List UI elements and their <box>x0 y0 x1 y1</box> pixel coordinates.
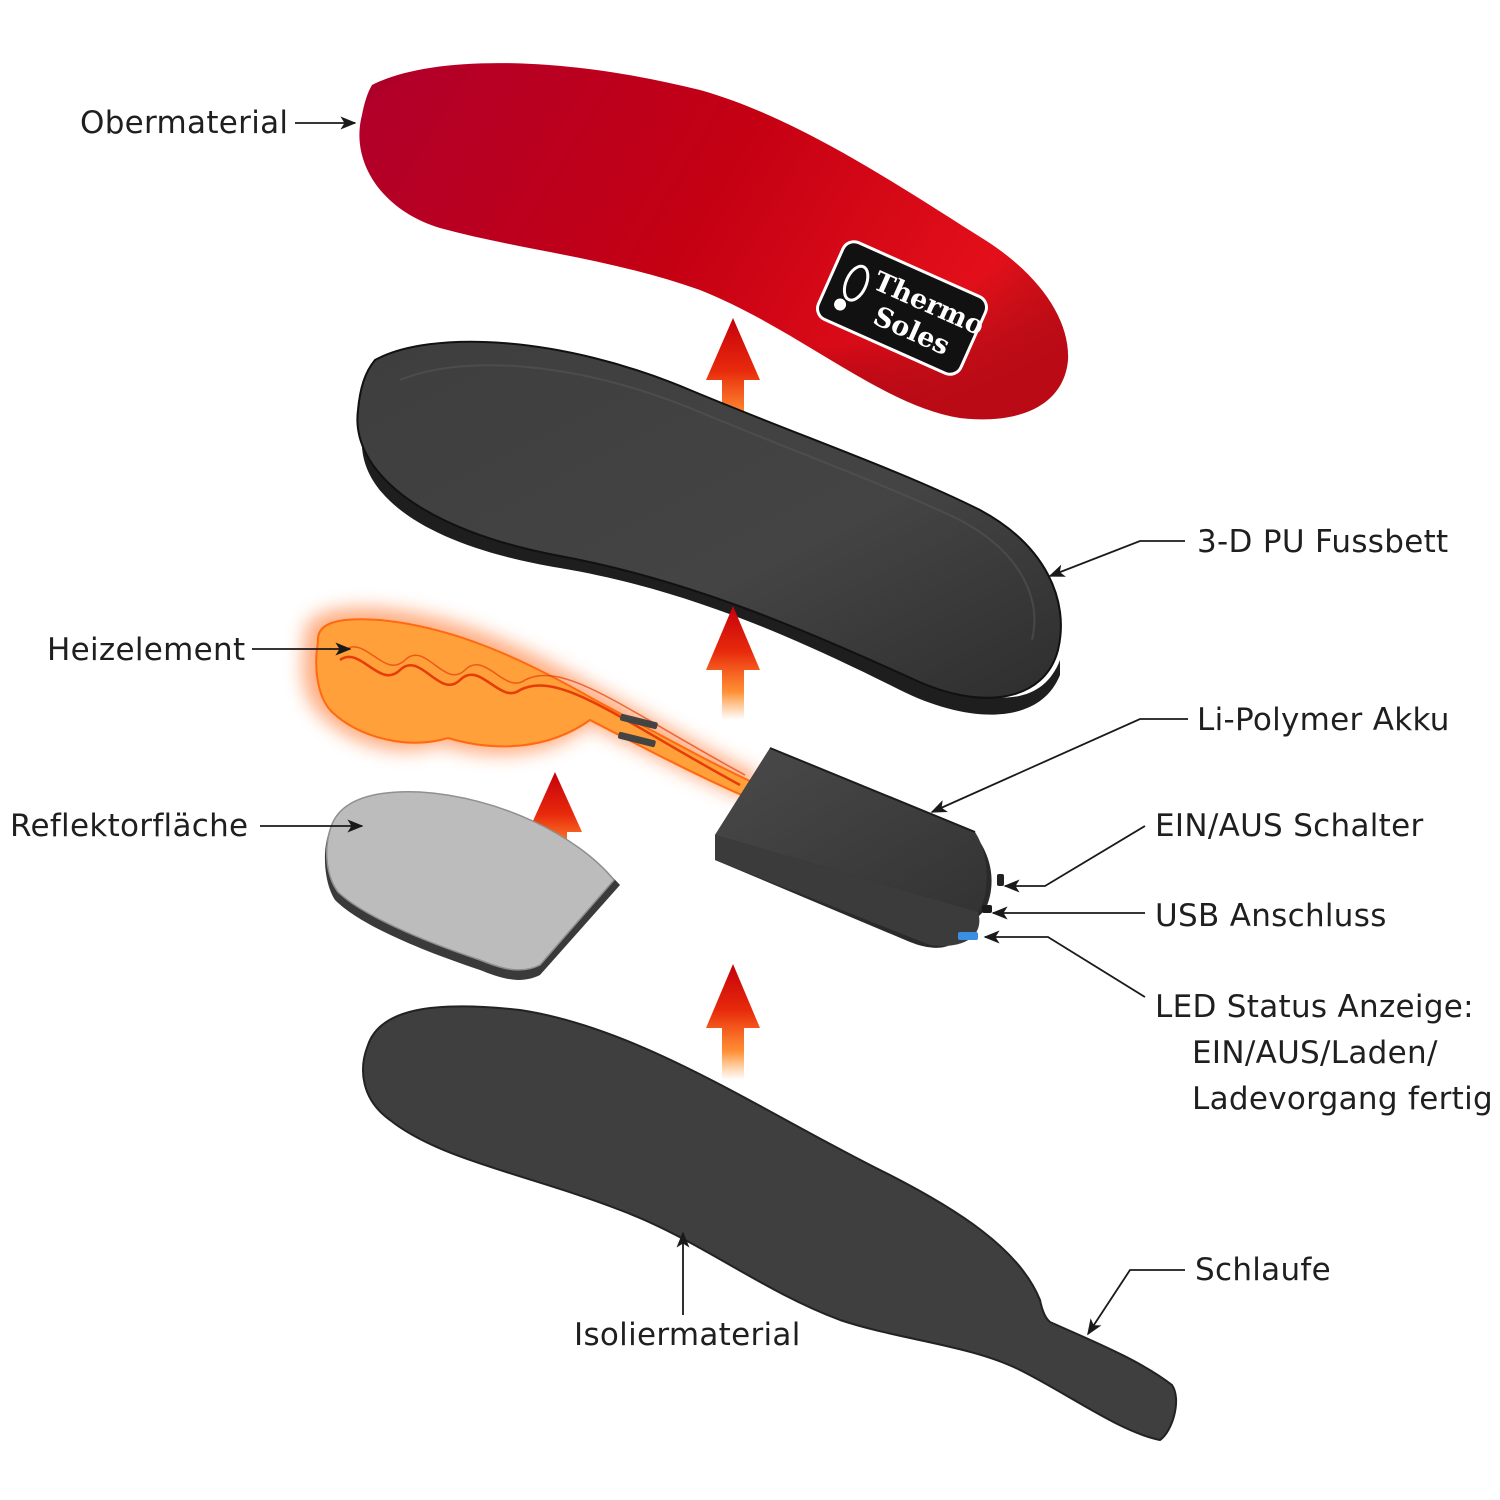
footprint-icon <box>834 264 870 311</box>
leader-schlaufe <box>1087 1269 1185 1336</box>
label-fussbett: 3-D PU Fussbett <box>1197 524 1449 560</box>
label-schalter: EIN/AUS Schalter <box>1155 808 1424 844</box>
label-led-line-2: EIN/AUS/Laden/ <box>1192 1035 1438 1071</box>
led-indicator-icon <box>958 932 978 940</box>
label-schlaufe: Schlaufe <box>1195 1252 1331 1288</box>
label-led-line-1: LED Status Anzeige: <box>1155 989 1474 1025</box>
heat-arrow-3 <box>528 772 582 878</box>
label-reflektor: Reflektorfläche <box>10 808 248 844</box>
usb-port-icon <box>982 905 992 913</box>
leader-fussbett <box>1048 540 1185 577</box>
leader-schalter <box>1003 825 1146 893</box>
leader-akku <box>930 718 1188 813</box>
heating-element <box>302 607 760 800</box>
label-led-line-3: Ladevorgang fertig <box>1192 1081 1493 1117</box>
label-akku: Li-Polymer Akku <box>1197 702 1450 738</box>
footbed-insole <box>356 340 1062 715</box>
leader-lines <box>252 116 1188 1336</box>
battery-pack <box>715 747 1004 948</box>
leader-led <box>983 930 1146 998</box>
reflector-plate <box>324 791 620 980</box>
heat-arrow-4 <box>706 964 760 1080</box>
heat-arrow-1 <box>706 318 760 450</box>
power-switch-icon <box>997 874 1004 886</box>
labels: Obermaterial 3-D PU Fussbett Heizelement… <box>10 105 1493 1353</box>
label-obermaterial: Obermaterial <box>80 105 288 141</box>
label-isolier: Isoliermaterial <box>574 1317 801 1353</box>
label-usb: USB Anschluss <box>1155 898 1387 934</box>
label-heizelement: Heizelement <box>47 632 245 668</box>
insulation-layer <box>362 1005 1177 1442</box>
heat-arrow-2 <box>706 606 760 720</box>
